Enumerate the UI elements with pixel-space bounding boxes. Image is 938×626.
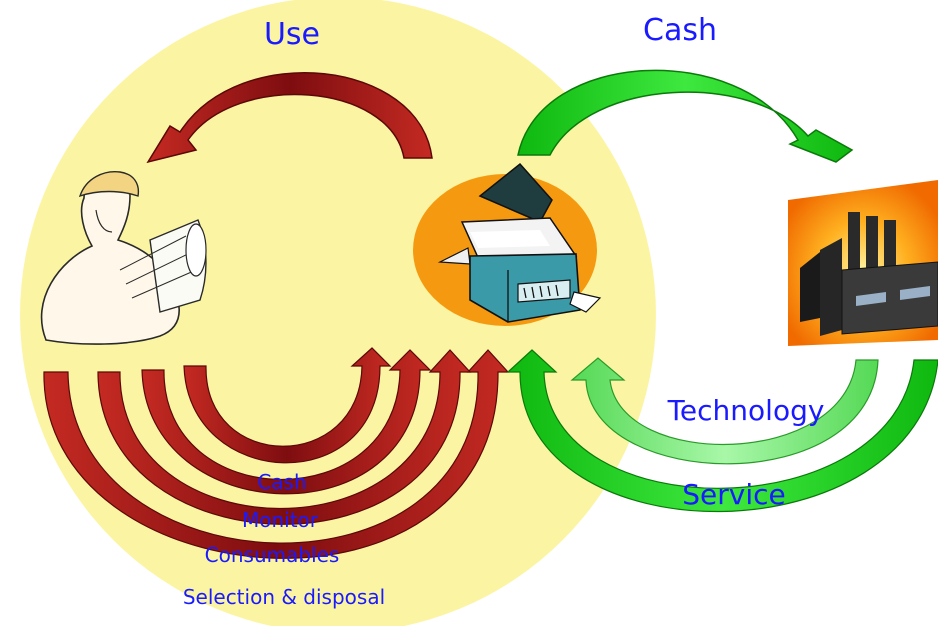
cash-top-arrow bbox=[517, 69, 854, 163]
red-flow-arrows bbox=[43, 347, 510, 559]
label-cash-loop: Cash bbox=[257, 470, 306, 494]
label-monitor: Monitor bbox=[242, 508, 319, 532]
engineer-with-blueprints-icon bbox=[40, 171, 207, 345]
label-use: Use bbox=[264, 17, 320, 52]
green-flow-arrows bbox=[506, 349, 938, 513]
photocopier-icon bbox=[413, 162, 602, 326]
factory-icon bbox=[788, 180, 938, 346]
label-selection-disposal: Selection & disposal bbox=[183, 585, 385, 609]
ownership-circle bbox=[20, 0, 656, 626]
use-arrow bbox=[146, 71, 433, 164]
label-cash-top: Cash bbox=[643, 13, 717, 48]
label-service: Service bbox=[682, 478, 785, 511]
label-technology: Technology bbox=[667, 394, 825, 427]
label-consumables: Consumables bbox=[205, 543, 340, 567]
